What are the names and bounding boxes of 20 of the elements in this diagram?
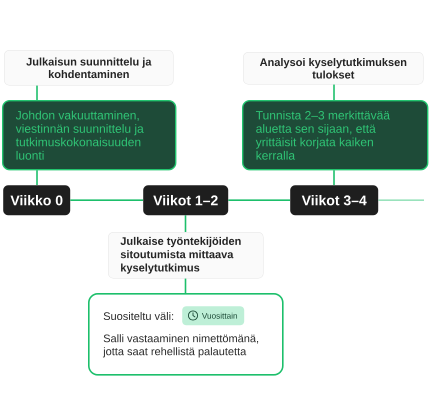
connector-line [184, 215, 186, 232]
connector-line [36, 170, 38, 185]
heading-box: Julkaise työntekijöiden sitoutumista mittaava kyselytutkimus [108, 232, 264, 279]
connector-line [228, 199, 290, 201]
description-box: Tunnista 2–3 merkittävää aluetta sen sijaan, että yrittäisit korjata kaiken kerralla [242, 100, 428, 170]
connector-line [378, 199, 424, 201]
heading-box: Julkaisun suunnittelu ja kohdentaminen [4, 50, 174, 86]
milestone-box: Viikot 3–4 [290, 185, 378, 216]
heading-box: Analysoi kyselytutkimuksen tulokset [243, 52, 424, 85]
frequency-tag: Vuosittain [182, 306, 244, 326]
connector-line [70, 199, 143, 201]
milestone-box: Viikko 0 [3, 185, 70, 216]
description-box: Johdon vakuuttaminen, viestinnän suunnittelu ja tutkimuskokonaisuuden luonti [2, 100, 176, 170]
connector-line [184, 278, 186, 293]
connector-line [36, 86, 38, 100]
connector-line [333, 84, 335, 100]
connector-line [333, 170, 335, 185]
interval-label: Suositeltu väli: [104, 312, 174, 320]
milestone-box: Viikot 1–2 [143, 185, 228, 216]
note-text: Salli vastaaminen nimettömänä, jotta saat rehellistä palautetta [102, 334, 258, 358]
